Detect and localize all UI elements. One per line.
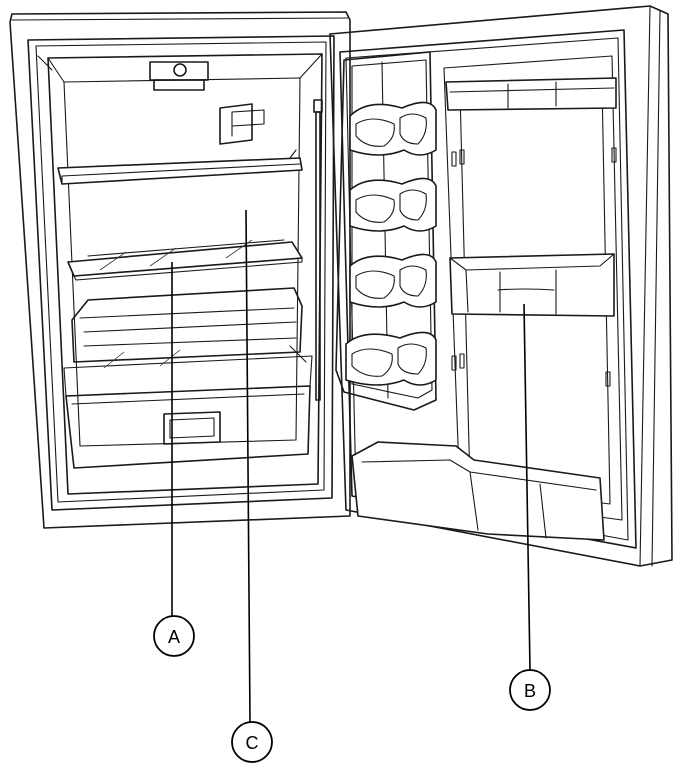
thermostat-housing bbox=[149, 61, 209, 91]
callout-c: C bbox=[231, 721, 273, 763]
can-rack-row-2 bbox=[349, 177, 437, 232]
callout-a-label: A bbox=[168, 627, 180, 647]
refrigerator-cabinet bbox=[9, 11, 351, 529]
middle-door-bin bbox=[449, 253, 615, 317]
can-rack-row-3 bbox=[349, 253, 437, 308]
top-door-shelf bbox=[445, 77, 617, 111]
can-rack-row-1 bbox=[349, 101, 437, 156]
callout-c-label: C bbox=[246, 733, 259, 753]
glass-shelf bbox=[67, 239, 303, 281]
bottom-door-bin bbox=[351, 441, 605, 541]
callout-c-leader bbox=[245, 209, 251, 723]
callout-a: A bbox=[153, 615, 195, 657]
callout-b: B bbox=[509, 669, 551, 711]
crisper-drawer bbox=[65, 385, 311, 469]
light-switch bbox=[219, 103, 265, 145]
door-brackets bbox=[451, 147, 617, 387]
crisper-cover bbox=[63, 287, 313, 397]
callout-b-label: B bbox=[524, 681, 536, 701]
callout-b-leader bbox=[523, 303, 531, 671]
can-rack-row-4 bbox=[345, 331, 437, 386]
upper-shelf bbox=[57, 149, 303, 185]
